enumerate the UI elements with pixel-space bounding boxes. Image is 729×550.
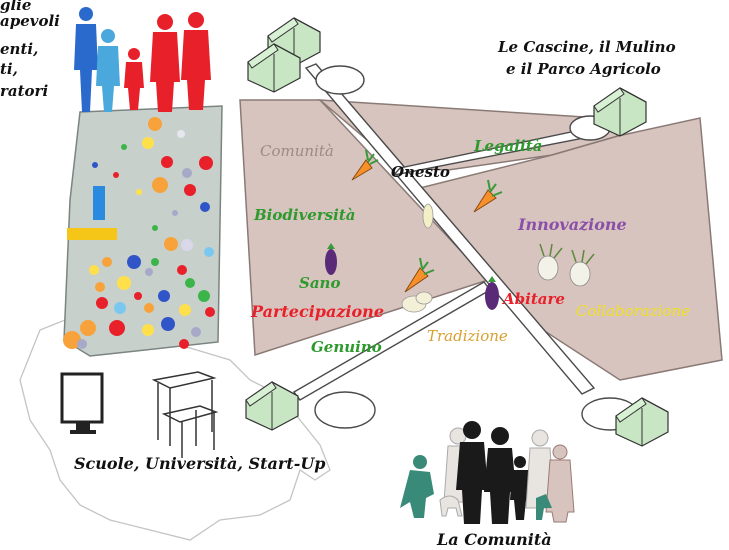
keyword-biodiversita: Biodiversità xyxy=(254,206,356,224)
urban-dots xyxy=(63,117,215,349)
farmhouse-bottom-left xyxy=(245,381,299,431)
blue-building xyxy=(93,186,105,220)
eggplant-icon xyxy=(485,276,499,310)
keyword-onesto: Onesto xyxy=(391,163,450,181)
keyword-tradizione: Tradizione xyxy=(427,327,508,345)
fennel-icon xyxy=(569,249,595,287)
keyword-collaborazione: Collaborazione xyxy=(576,302,691,320)
family-icon xyxy=(74,7,211,112)
corner-text-line4: ti, xyxy=(0,60,18,78)
urban-area xyxy=(63,105,223,357)
keyword-legalita: Legalità xyxy=(474,137,543,155)
cascine-label-line2: e il Parco Agricolo xyxy=(506,60,661,78)
keyword-partecipazione: Partecipazione xyxy=(251,302,384,321)
corner-text-line2: apevoli xyxy=(0,12,60,30)
keyword-genuino: Genuino xyxy=(311,338,382,356)
keyword-abitare: Abitare xyxy=(503,290,565,308)
egg-icon xyxy=(422,203,434,229)
fennel-icon xyxy=(537,243,563,281)
italy-outline xyxy=(19,317,331,541)
community-icon xyxy=(400,421,575,524)
carrot-icon xyxy=(404,257,435,293)
yellow-building xyxy=(67,228,117,240)
schools-label: Scuole, Università, Start-Up xyxy=(74,454,326,473)
school-desk-icon xyxy=(151,371,219,458)
keyword-sano: Sano xyxy=(299,274,341,292)
eggplant-icon xyxy=(325,243,337,275)
cascine-label-line1: Le Cascine, il Mulino xyxy=(498,38,676,56)
community-label: La Comunità xyxy=(437,530,552,549)
carrot-icon xyxy=(473,179,503,213)
corner-text-line1: glie xyxy=(0,0,32,14)
computer-icon xyxy=(60,372,104,434)
carrot-icon xyxy=(351,149,379,181)
roads xyxy=(292,63,639,431)
corner-text-line3: enti, xyxy=(0,40,39,58)
keyword-innovazione: Innovazione xyxy=(518,215,627,234)
keyword-comunita: Comunità xyxy=(260,142,334,160)
corner-text-line5: ratori xyxy=(0,82,49,100)
garlic-icon xyxy=(401,291,433,313)
